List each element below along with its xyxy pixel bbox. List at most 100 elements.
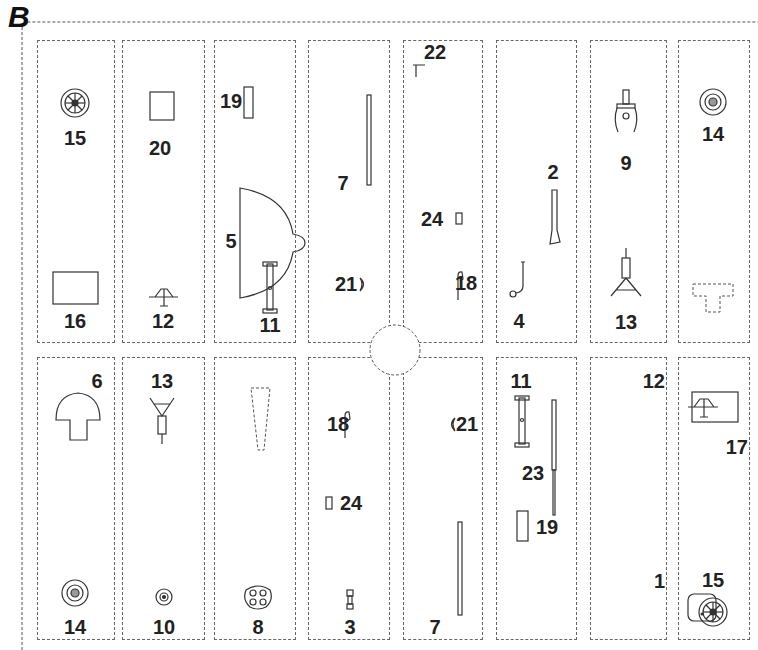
parts-panel: 614 <box>37 357 115 640</box>
callout-number: 12 <box>152 311 174 331</box>
rod-23 <box>552 400 556 470</box>
wheel-14 <box>709 98 717 106</box>
callout-number: 11 <box>510 371 531 391</box>
parts-panel: 14 <box>678 40 750 343</box>
callout-number: 19 <box>220 91 242 111</box>
callout-number: 13 <box>615 312 637 332</box>
wheel-14 <box>67 585 83 601</box>
stand-13 <box>150 398 174 416</box>
bar-2 <box>550 190 560 244</box>
fork-9 <box>617 104 635 108</box>
callout-number: 8 <box>252 617 263 637</box>
rod-23 <box>553 470 555 515</box>
stand-13 <box>625 248 626 258</box>
callout-number: 24 <box>340 493 362 513</box>
outer-frame <box>22 22 758 650</box>
wishbone-12 <box>149 289 178 306</box>
handle-4 <box>510 262 525 297</box>
figure-title: B <box>8 2 30 32</box>
bolt-3 <box>347 604 353 609</box>
parts-panel: 9 13 <box>590 40 667 343</box>
rod-23 <box>552 400 556 515</box>
parts-panel: 1516 <box>37 40 115 343</box>
plate-19 <box>517 511 528 541</box>
column-11 <box>515 396 529 447</box>
block-24 <box>456 213 462 224</box>
column-11 <box>269 287 272 290</box>
column-11 <box>267 264 273 310</box>
callout-number: 7 <box>337 173 348 193</box>
pin-22 <box>413 65 425 77</box>
callout-number: 15 <box>702 570 724 590</box>
rod-7 <box>367 95 371 185</box>
rod-7 <box>458 522 462 615</box>
callout-number: 20 <box>149 138 171 158</box>
parts-panel: 19511 <box>214 40 296 343</box>
missing-part <box>693 284 733 312</box>
wheel-15 <box>706 605 720 619</box>
parts-panel: 121 <box>590 357 667 640</box>
handle-4 <box>510 291 516 297</box>
clip-21 <box>452 418 456 431</box>
fork-9 <box>623 90 629 104</box>
fork-9 <box>623 113 629 119</box>
stand-13 <box>611 278 641 296</box>
plate-8 <box>250 590 256 596</box>
bolt-3 <box>348 596 352 604</box>
bolt-3 <box>347 590 353 609</box>
plate-8 <box>260 599 266 605</box>
wheel-10 <box>156 589 172 605</box>
callout-number: 18 <box>327 414 349 434</box>
wheel-15 <box>710 609 716 615</box>
bolt-3 <box>347 590 353 596</box>
wheel-15 <box>706 605 720 619</box>
wheel-14 <box>62 580 88 606</box>
wheel-14 <box>71 589 79 597</box>
fork-9 <box>615 90 637 132</box>
parts-panel: 18 24 3 <box>308 357 390 640</box>
callout-number: 5 <box>225 231 236 251</box>
stand-13 <box>158 416 166 434</box>
handle-4 <box>516 262 525 293</box>
wheel-15 <box>699 598 727 626</box>
plate-19 <box>244 87 253 118</box>
callout-number: 14 <box>702 124 724 144</box>
plate-8 <box>245 586 272 609</box>
parts-panel: 24 <box>496 40 577 343</box>
wheel-10 <box>156 589 172 605</box>
callout-number: 3 <box>344 617 355 637</box>
wheel-10 <box>163 596 166 599</box>
panel-17 <box>692 392 738 422</box>
callout-number: 6 <box>91 371 102 391</box>
parts-panel: 1310 <box>122 357 205 640</box>
wheel-15 <box>61 89 89 117</box>
column-11 <box>519 398 525 444</box>
wheel-15 <box>61 89 89 117</box>
callout-number: 21 <box>456 414 478 434</box>
plate-8 <box>245 586 272 609</box>
fork-9 <box>615 108 637 132</box>
callout-number: 15 <box>64 128 86 148</box>
stand-13 <box>611 248 641 296</box>
callout-number: 9 <box>620 153 631 173</box>
wheel-15 <box>72 100 78 106</box>
callout-number: 10 <box>153 617 175 637</box>
callout-number: 21 <box>335 274 357 294</box>
wheel-15 <box>703 602 723 622</box>
stand-13 <box>150 398 174 444</box>
callout-number: 17 <box>726 437 748 457</box>
missing-part <box>251 388 270 450</box>
callout-number: 1 <box>654 571 665 591</box>
callout-number: 24 <box>421 209 443 229</box>
parts-panel: 112319 <box>496 357 577 640</box>
callout-number: 18 <box>455 273 477 293</box>
column-11 <box>515 396 529 400</box>
parts-panel: 217 <box>403 357 483 640</box>
plate-8 <box>260 590 266 596</box>
panel-16 <box>53 272 98 304</box>
panel-20 <box>150 92 174 120</box>
column-11 <box>263 309 277 313</box>
cap-6 <box>56 393 100 440</box>
